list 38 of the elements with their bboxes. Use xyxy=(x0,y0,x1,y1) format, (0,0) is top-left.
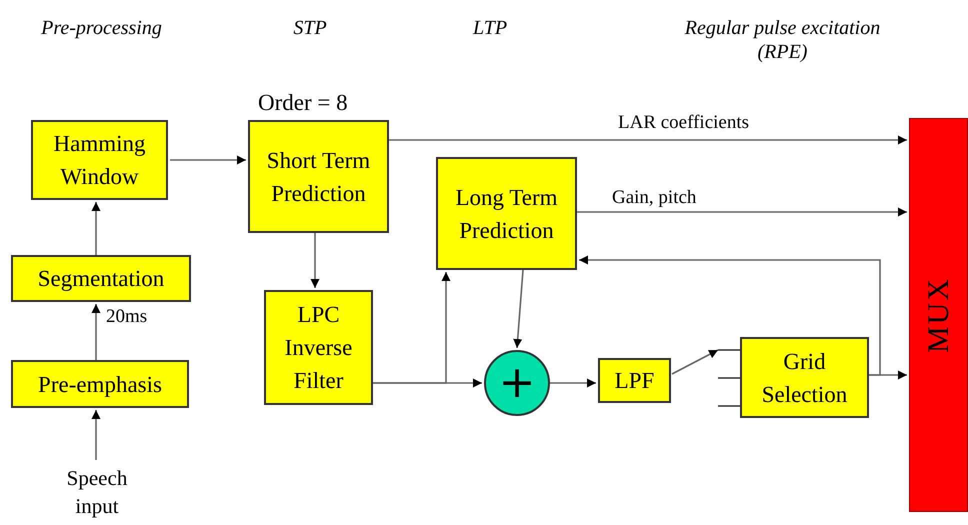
process-box xyxy=(11,255,191,302)
process-box xyxy=(740,337,869,418)
arrow xyxy=(672,349,718,375)
box-label: Grid Selection xyxy=(760,348,848,408)
box-label: LPF xyxy=(614,367,654,395)
mux-bar xyxy=(909,118,968,512)
arrow xyxy=(92,410,100,460)
process-box xyxy=(31,120,168,200)
process-box xyxy=(598,358,671,403)
box-label: Hamming Window xyxy=(52,130,146,191)
process-box xyxy=(264,290,373,405)
arrow xyxy=(579,256,881,376)
box-label: Segmentation xyxy=(38,265,164,293)
process-box xyxy=(11,360,189,408)
section-heading: STP xyxy=(292,16,328,40)
plus-sign: + xyxy=(498,361,536,405)
process-box xyxy=(436,157,577,270)
arrow xyxy=(577,208,907,216)
arrow xyxy=(92,304,100,360)
box-label: MUX xyxy=(922,276,955,353)
box-label: LPC Inverse Filter xyxy=(284,301,354,395)
section-heading: LTP xyxy=(472,16,508,40)
process-box xyxy=(248,120,389,233)
arrow xyxy=(389,136,907,144)
arrow xyxy=(550,378,596,388)
arrow xyxy=(170,156,246,164)
arrow xyxy=(373,378,482,388)
arrow xyxy=(92,202,100,255)
arrow xyxy=(513,270,524,348)
input-label: Speech input xyxy=(66,465,128,520)
section-heading: Pre-processing xyxy=(40,16,163,40)
box-label: Long Term Prediction xyxy=(454,184,559,244)
edge-label: Gain, pitch xyxy=(612,187,696,209)
box-label: Short Term Prediction xyxy=(266,146,372,208)
section-heading: Regular pulse excitation (RPE) xyxy=(684,16,882,64)
arrow xyxy=(310,233,320,288)
box-label: Pre-emphasis xyxy=(38,370,162,399)
order-label: Order = 8 xyxy=(258,90,348,116)
